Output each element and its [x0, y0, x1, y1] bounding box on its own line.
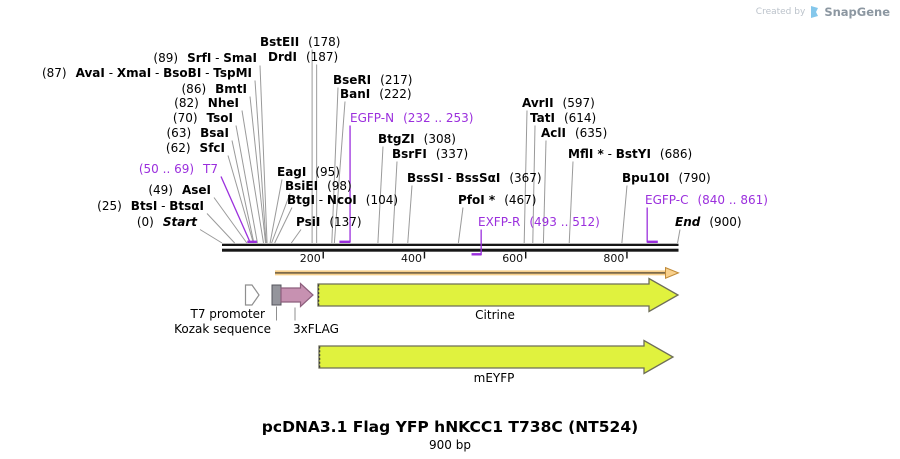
site-callout-line [206, 213, 236, 244]
site-callout-line [532, 125, 536, 244]
enzyme-site-label[interactable]: Bpu10I(790) [622, 171, 711, 185]
enzyme-site-label[interactable]: TatI(614) [530, 111, 597, 125]
enzyme-site-label[interactable]: BsrFI(337) [392, 147, 469, 161]
primer-label[interactable]: EXFP-R(493 .. 512) [478, 215, 600, 229]
enzyme-site-label[interactable]: PsiI(137) [296, 215, 362, 229]
enzyme-site-label[interactable]: EagI(95) [277, 165, 340, 179]
site-callout-line [213, 197, 248, 244]
enzyme-site-label[interactable]: (87)AvaI - XmaI - BsoBI - TspMI [41, 66, 252, 80]
primer-region-mark [247, 240, 257, 243]
enzyme-site-label[interactable]: (63)BsaI [166, 126, 230, 140]
snapgene-brand-text: SnapGene [824, 5, 890, 19]
enzyme-site-label[interactable]: (25)BtsI - BtsαI [97, 199, 204, 213]
ruler-number: 200 [299, 251, 321, 265]
ruler-number: 400 [400, 251, 422, 265]
site-callout-line [407, 185, 413, 244]
enzyme-site-label[interactable]: MflI * - BstYI(686) [568, 147, 693, 161]
site-callout-line [377, 146, 384, 244]
map-length: 900 bp [429, 438, 471, 452]
primer-region-mark [647, 240, 658, 243]
site-callout-line [542, 140, 547, 244]
citrine-arrow[interactable] [317, 277, 680, 313]
primer-label[interactable]: EGFP-N(232 .. 253) [350, 111, 474, 125]
site-callout-line [568, 161, 574, 244]
enzyme-site-label[interactable]: BstEII(178) [260, 35, 341, 49]
ruler-number: 800 [603, 251, 625, 265]
citrine-label[interactable]: Citrine [475, 307, 515, 322]
enzyme-site-label[interactable]: BseRI(217) [333, 73, 413, 87]
site-callout-line [274, 207, 293, 244]
primer-callout-line [220, 176, 251, 242]
created-by-text: Created by [755, 7, 806, 17]
enzyme-site-label[interactable]: AclI(635) [541, 126, 608, 140]
site-callout-line [331, 87, 339, 244]
enzyme-site-label[interactable]: DrdI(187) [268, 50, 339, 64]
site-callout-line [333, 101, 346, 244]
t7-promoter-label[interactable]: T7 promoter [190, 306, 265, 321]
site-callout-line [235, 125, 258, 244]
meyfp-label[interactable]: mEYFP [473, 370, 515, 385]
site-callout-line [231, 140, 255, 244]
snapgene-credit: Created by SnapGene [756, 5, 890, 19]
enzyme-site-label[interactable]: (86)BmtI [181, 82, 248, 96]
primer-region-mark [471, 253, 482, 256]
primer-label[interactable]: (50 .. 69)T7 [138, 162, 218, 176]
site-callout-line [249, 96, 267, 244]
enzyme-site-label[interactable]: BtgI - NcoI(104) [287, 193, 399, 207]
site-callout-line [457, 207, 464, 244]
site-callout-line [290, 229, 302, 244]
site-callout-line [254, 80, 267, 244]
snapgene-flag-icon [811, 6, 819, 18]
enzyme-site-label[interactable]: (62)SfcI [165, 141, 225, 155]
site-callout-line [523, 110, 528, 244]
enzyme-site-label[interactable]: BtgZI(308) [378, 132, 456, 146]
site-callout-line [199, 229, 223, 244]
enzyme-site-label[interactable]: (82)NheI [174, 96, 239, 110]
orf-arrow[interactable] [275, 266, 680, 279]
flag-arrow[interactable] [280, 282, 314, 308]
site-callout-line [621, 185, 628, 244]
site-callout-line [241, 110, 264, 244]
site-callout-line [269, 179, 283, 244]
enzyme-site-label[interactable]: (49)AseI [148, 183, 211, 197]
enzyme-site-label[interactable]: (70)TsoI [172, 111, 233, 125]
t7-promoter-arrow[interactable] [244, 284, 260, 306]
primer-region-mark [339, 240, 351, 243]
primer-label[interactable]: EGFP-C(840 .. 861) [645, 193, 768, 207]
enzyme-site-label[interactable]: AvrII(597) [522, 96, 595, 110]
enzyme-site-label[interactable]: PfoI *(467) [458, 193, 537, 207]
ruler-number: 600 [502, 251, 524, 265]
flag-label[interactable]: 3xFLAG [293, 321, 339, 336]
enzyme-site-label[interactable]: End(900) [675, 215, 742, 229]
meyfp-arrow[interactable] [318, 339, 675, 375]
enzyme-site-label[interactable]: BanI(222) [340, 87, 412, 101]
site-callout-line [677, 229, 681, 244]
enzyme-site-label[interactable]: (0)Start [136, 215, 197, 229]
site-callout-line [227, 155, 254, 244]
enzyme-site-label[interactable]: (89)SrfI - SmaI [153, 51, 257, 65]
sequence-line-bottom [222, 248, 679, 252]
enzyme-site-label[interactable]: BsiEI(98) [285, 179, 352, 193]
enzyme-site-label[interactable]: BssSI - BssSαI(367) [407, 171, 542, 185]
site-callout-line [271, 193, 291, 244]
site-callout-line [392, 161, 398, 244]
site-callout-line [259, 65, 268, 244]
map-title: pcDNA3.1 Flag YFP hNKCC1 T738C (NT524) [261, 418, 639, 436]
sequence-line-top [222, 243, 679, 246]
kozak-label[interactable]: Kozak sequence [174, 321, 271, 336]
